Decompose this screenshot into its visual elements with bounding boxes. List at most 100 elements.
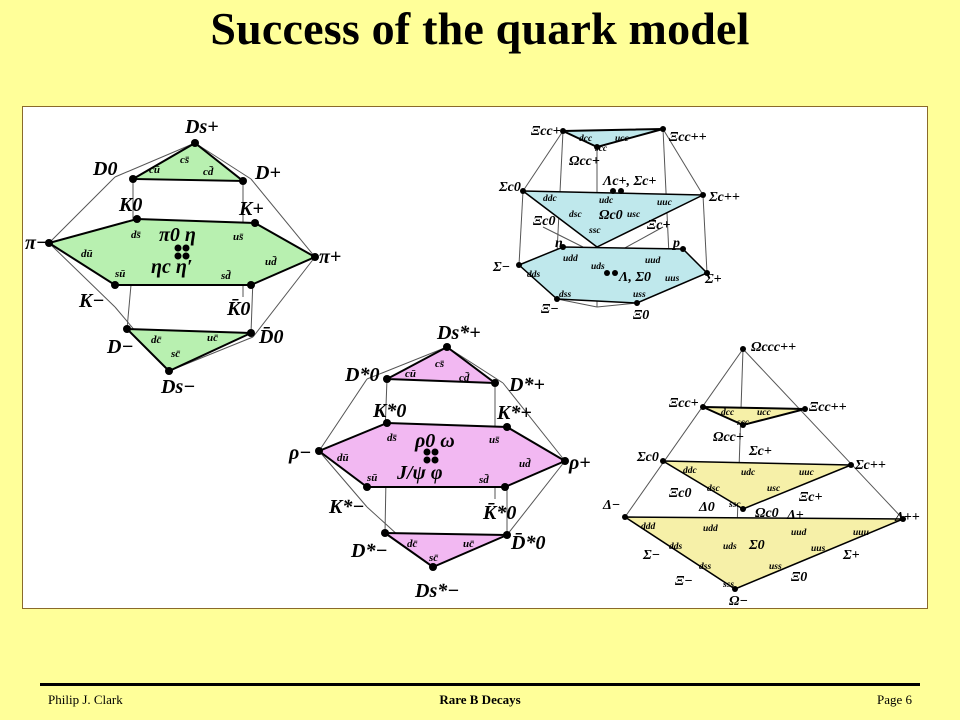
- v-ud-quark-label: ud̄: [519, 458, 531, 470]
- xi-cc-plus-label: Ξcc+: [531, 124, 561, 139]
- bh-udd-label: udd: [563, 254, 578, 264]
- lambda-sigma-c-label: Λc+, Σc+: [602, 174, 656, 189]
- dec-uss-label: uss: [769, 562, 782, 572]
- ud-quark-label: ud̄: [265, 256, 277, 268]
- vector-multiplet: Ds*+ cs̄ D*0 D*+ cū cd̄ K*0 K*+ ds̄ us̄ …: [288, 322, 591, 602]
- us-quark-label: us̄: [233, 231, 244, 243]
- dec-dds-label: dds: [669, 542, 683, 552]
- cd-quark-label: cd̄: [203, 166, 214, 178]
- d-star0bar-label: D̄*0: [510, 532, 545, 554]
- pi-plus-label: π+: [319, 246, 341, 268]
- uc-quark-label: uc̄: [207, 332, 218, 344]
- dec-omega-cc-label: Ωcc+: [713, 430, 744, 445]
- quark-multiplet-figure: Ds+ cs̄ D0 D+ cū cd̄ K0 K+ ds̄ us̄ π− π+…: [22, 106, 928, 609]
- baryon-half-vertex-dots: [516, 126, 710, 306]
- xi-c-plus-label: Ξc+: [647, 218, 670, 233]
- rho-plus-label: ρ+: [568, 452, 591, 474]
- k-plus-label: K+: [238, 198, 264, 220]
- bh-usc-label: usc: [627, 210, 641, 220]
- d0bar-label: D̄0: [258, 326, 283, 348]
- v-du-quark-label: dū: [337, 452, 349, 464]
- dec-dsc-label: dsc: [707, 484, 720, 494]
- dec-uuu-label: uuu: [853, 528, 869, 538]
- dec-sigma-c-plus-label: Σc+: [748, 444, 772, 459]
- bh-uud-label: uud: [645, 256, 661, 266]
- dec-uuc-label: uuc: [799, 468, 815, 478]
- bh-udc-label: udc: [599, 196, 614, 206]
- cu-quark-label: cū: [149, 164, 160, 176]
- dec-scc-label: scc: [736, 418, 750, 428]
- decuplet-middle-triangle: [660, 460, 852, 510]
- footer-page-number: Page 6: [876, 692, 912, 707]
- vector-top-triangle: [383, 345, 499, 385]
- bh-ssc-label: ssc: [588, 226, 601, 236]
- xi-cc-plusplus-label: Ξcc++: [669, 130, 707, 145]
- k-minus-label: K−: [78, 290, 104, 312]
- d-star-minus-label: D*−: [350, 540, 388, 562]
- footer-talk-title: Rare B Decays: [439, 692, 521, 707]
- dec-xi-cc-plus-label: Ξcc+: [669, 396, 699, 411]
- baryon-half-top-triangle: [562, 128, 664, 149]
- k-star-minus-label: K*−: [328, 496, 364, 518]
- bh-uuc-label: uuc: [657, 198, 673, 208]
- dec-uud-label: uud: [791, 528, 807, 538]
- v-su-quark-label: sū: [366, 472, 377, 484]
- bh-ddc-label: ddc: [543, 194, 558, 204]
- decuplet-vertex-dots: [622, 346, 906, 592]
- v-ds-quark-label: ds̄: [387, 432, 397, 444]
- dec-uds-label: uds: [723, 542, 737, 552]
- pseudoscalar-multiplet: Ds+ cs̄ D0 D+ cū cd̄ K0 K+ ds̄ us̄ π− π+…: [25, 116, 341, 398]
- dec-xi-cc-plusplus-label: Ξcc++: [809, 400, 847, 415]
- d-plus-label: D+: [254, 162, 281, 184]
- delta0-label: Δ0: [698, 500, 715, 515]
- v-us-quark-label: us̄: [489, 434, 500, 446]
- decuplet-bottom-triangle: [622, 516, 904, 590]
- bh-ucc-label: ucc: [615, 134, 630, 144]
- bh-dcc-label: dcc: [579, 134, 593, 144]
- delta-plusplus-label: Δ++: [894, 510, 920, 525]
- proton-label: p: [672, 236, 680, 251]
- dec-sss-label: sss: [722, 580, 734, 590]
- dec-ddd-label: ddd: [641, 522, 656, 532]
- dec-udd-label: udd: [703, 524, 718, 534]
- omega-ccc-label: Ωccc++: [751, 340, 796, 355]
- omega-minus-label: Ω−: [729, 594, 748, 609]
- ds-minus-label: Ds−: [160, 376, 195, 398]
- ds-quark-label: ds̄: [131, 229, 141, 241]
- bh-dsc-label: dsc: [569, 210, 582, 220]
- v-uc-quark-label: uc̄: [463, 538, 474, 550]
- dec-omega-c0-label: Ωc0: [755, 506, 779, 521]
- dec-sigma0-label: Σ0: [748, 538, 765, 553]
- dec-sigma-minus-label: Σ−: [642, 548, 660, 563]
- ds-star-minus-label: Ds*−: [414, 580, 459, 602]
- dec-udc-label: udc: [741, 468, 756, 478]
- dec-usc-label: usc: [767, 484, 781, 494]
- omega-cc-plus-label: Ωcc+: [569, 154, 600, 169]
- dec-xi-c0-label: Ξc0: [669, 486, 691, 501]
- d0-label: D0: [92, 158, 117, 180]
- dec-uus-label: uus: [811, 544, 826, 554]
- bh-uds-label: uds: [591, 262, 605, 272]
- delta-minus-label: Δ−: [602, 498, 620, 513]
- dec-sigma-c-plusplus-label: Σc++: [854, 458, 886, 473]
- bh-scc-label: scc: [594, 144, 608, 154]
- footer-author: Philip J. Clark: [48, 692, 123, 707]
- v-sd-quark-label: sd̄: [478, 474, 489, 486]
- xi-c0-label: Ξc0: [533, 214, 555, 229]
- lambda-sigma0-label: Λ, Σ0: [618, 270, 651, 285]
- pseudoscalar-bottom-triangle: [124, 327, 252, 373]
- baryon-half-multiplet: Ξcc+ Ξcc++ dcc ucc scc Ωcc+ Λc+, Σc+ Σc0…: [492, 124, 740, 323]
- v-cs-quark-label: cs̄: [435, 358, 444, 370]
- vector-vertex-dots: [315, 343, 569, 571]
- sigma-c-plusplus-label: Σc++: [708, 190, 740, 205]
- k0bar-label: K̄0: [226, 298, 250, 320]
- pi0-eta-label: π0 η: [159, 224, 196, 246]
- delta-plus-label: Δ+: [786, 508, 804, 523]
- cs-quark-label: cs̄: [180, 154, 189, 166]
- ds-star-plus-label: Ds*+: [436, 322, 481, 344]
- k-star-plus-label: K*+: [496, 402, 532, 424]
- su-quark-label: sū: [114, 268, 125, 280]
- xi-minus-label: Ξ−: [541, 302, 559, 317]
- dec-xi-zero-label: Ξ0: [791, 570, 807, 585]
- dec-sigma-c0-label: Σc0: [636, 450, 659, 465]
